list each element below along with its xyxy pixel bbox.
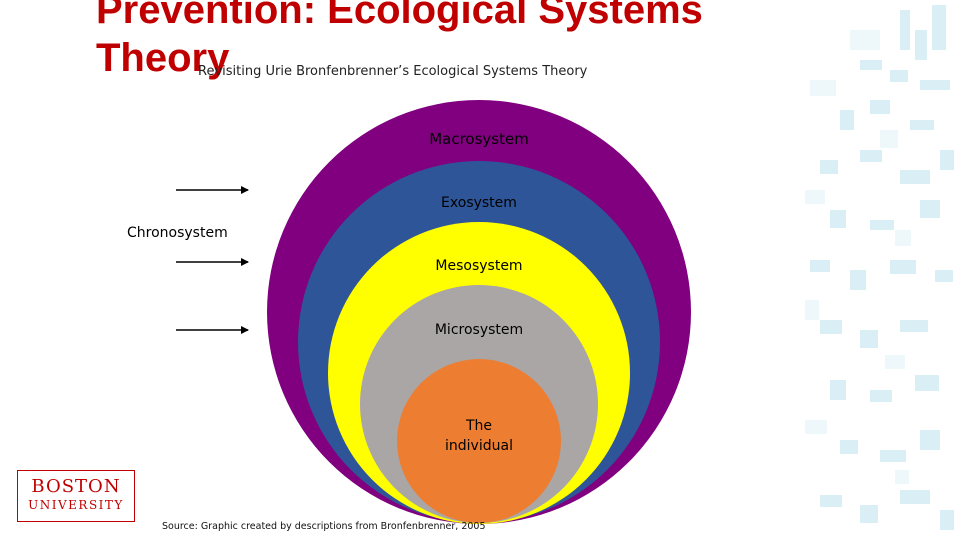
individual-label-line-2: individual — [445, 438, 513, 454]
slide-title-line-1: Prevention: Ecological Systems — [96, 0, 703, 32]
logo-line-2: UNIVERSITY — [28, 498, 124, 512]
slide-subtitle: Revisiting Urie Bronfenbrenner’s Ecologi… — [198, 64, 588, 79]
decorative-pattern — [800, 0, 960, 540]
individual-circle — [397, 359, 561, 523]
source-caption: Source: Graphic created by descriptions … — [162, 521, 486, 532]
boston-university-logo: BOSTON UNIVERSITY — [17, 470, 135, 522]
chronosystem-label: Chronosystem — [127, 225, 228, 241]
macrosystem-label: Macrosystem — [429, 130, 529, 148]
logo-line-1: BOSTON — [31, 476, 121, 497]
exosystem-label: Exosystem — [441, 195, 517, 211]
slide-title-line-2: Theory — [96, 36, 230, 80]
individual-label-line-1: The — [465, 418, 492, 434]
microsystem-label: Microsystem — [435, 322, 523, 338]
mesosystem-label: Mesosystem — [435, 258, 522, 274]
